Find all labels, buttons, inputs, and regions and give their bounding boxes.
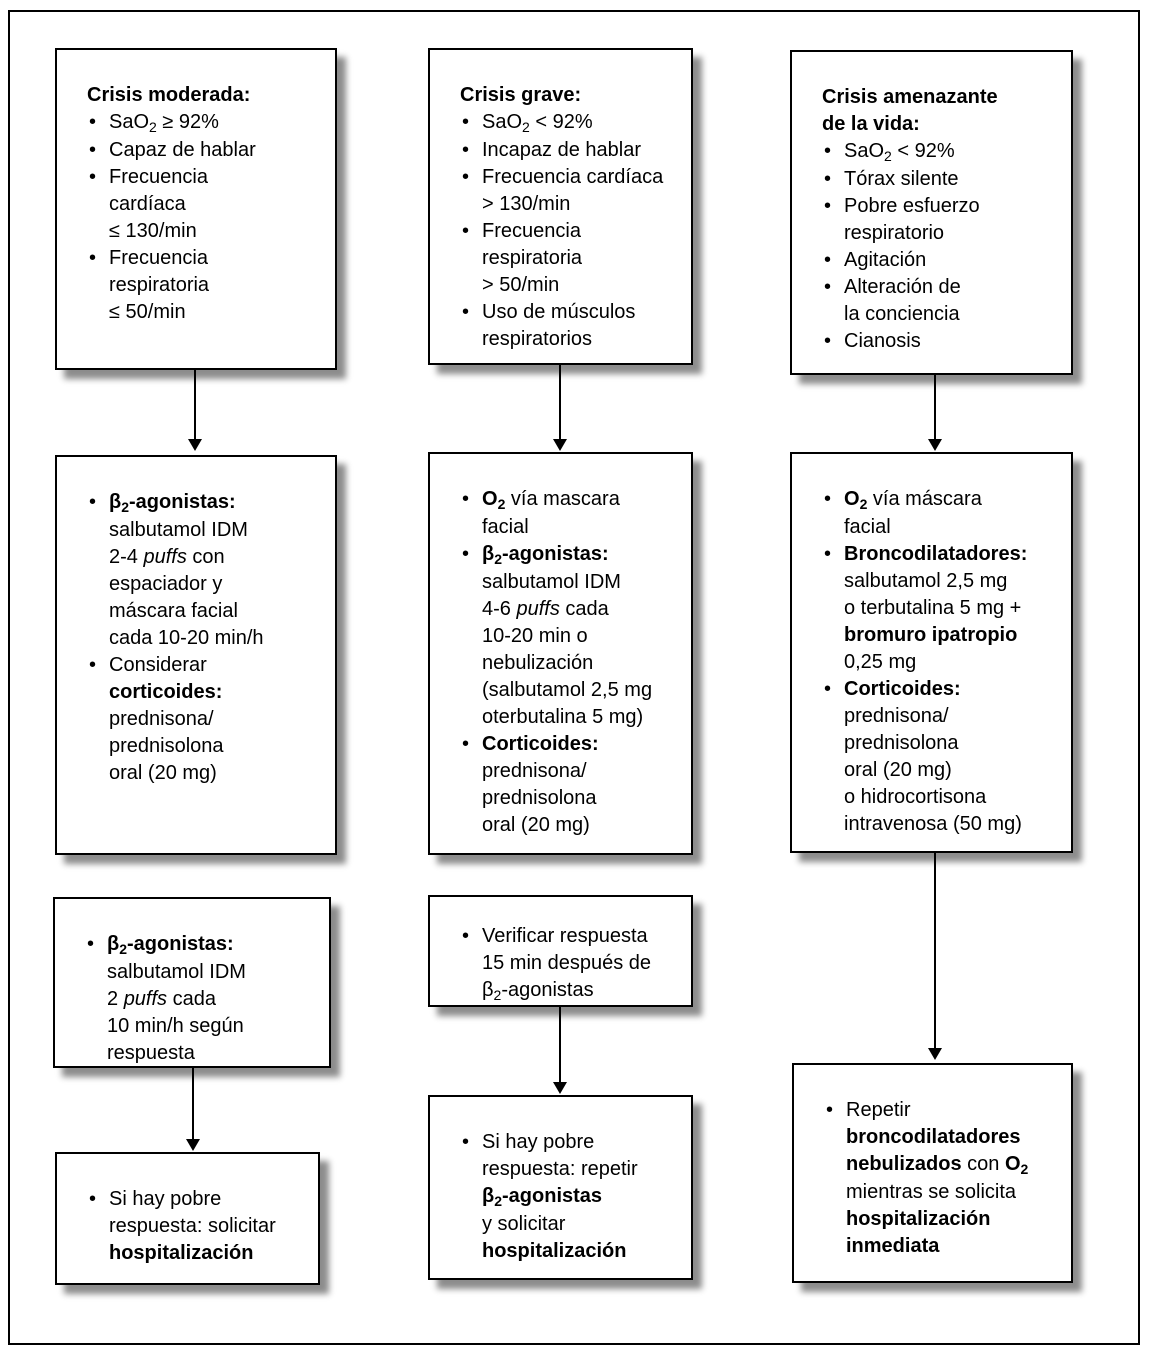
- box-items: O2 vía mascara facialβ2-agonistas: salbu…: [460, 486, 679, 839]
- bullet-item: Frecuencia cardíaca ≤ 130/min: [87, 164, 323, 245]
- box-crisis-grave-tratamiento: O2 vía mascara facialβ2-agonistas: salbu…: [428, 452, 693, 855]
- bullet-item: Frecuencia respiratoria > 50/min: [460, 218, 679, 299]
- bullet-item: Frecuencia cardíaca > 130/min: [460, 164, 679, 218]
- bullet-item: Alteración de la conciencia: [822, 274, 1059, 328]
- arrow-amenazante-criterios-to-tratamiento: [928, 375, 942, 451]
- arrow-moderada-seguimiento-to-derivacion: [186, 1068, 200, 1151]
- bullet-item: Verificar respuesta 15 min después de β2…: [460, 923, 679, 1005]
- bullet-item: Frecuencia respiratoria ≤ 50/min: [87, 245, 323, 326]
- box-items: Si hay pobre respuesta: solicitar hospit…: [87, 1186, 306, 1267]
- bullet-item: Si hay pobre respuesta: solicitar hospit…: [87, 1186, 306, 1267]
- arrow-moderada-criterios-to-tratamiento: [188, 370, 202, 451]
- bullet-item: β2-agonistas: salbutamol IDM 2 puffs cad…: [85, 931, 317, 1067]
- box-crisis-amenazante-tratamiento: O2 vía máscara facialBroncodilatadores: …: [790, 452, 1073, 853]
- bullet-item: Capaz de hablar: [87, 137, 323, 164]
- bullet-item: Repetir broncodilatadores nebulizados co…: [824, 1097, 1059, 1260]
- bullet-item: SaO2 < 92%: [460, 109, 679, 137]
- bullet-item: SaO2 < 92%: [822, 138, 1059, 166]
- bullet-item: Si hay pobre respuesta: repetir β2-agoni…: [460, 1129, 679, 1265]
- arrow-grave-verificacion-to-derivacion: [553, 1007, 567, 1094]
- bullet-item: Broncodilatadores: salbutamol 2,5 mg o t…: [822, 541, 1059, 676]
- box-title: Crisis grave:: [460, 84, 582, 106]
- box-crisis-moderada-seguimiento: β2-agonistas: salbutamol IDM 2 puffs cad…: [53, 897, 331, 1068]
- box-items: Repetir broncodilatadores nebulizados co…: [824, 1097, 1059, 1260]
- box-crisis-grave-criterios: Crisis grave: SaO2 < 92%Incapaz de habla…: [428, 48, 693, 365]
- box-crisis-grave-verificacion: Verificar respuesta 15 min después de β2…: [428, 895, 693, 1007]
- box-crisis-amenazante-derivacion: Repetir broncodilatadores nebulizados co…: [792, 1063, 1073, 1283]
- bullet-item: β2-agonistas: salbutamol IDM 4-6 puffs c…: [460, 541, 679, 731]
- box-items: SaO2 ≥ 92%Capaz de hablarFrecuencia card…: [87, 109, 323, 326]
- bullet-item: Corticoides: prednisona/ prednisolona or…: [822, 676, 1059, 838]
- box-crisis-amenazante-criterios: Crisis amenazante de la vida: SaO2 < 92%…: [790, 50, 1073, 375]
- bullet-item: O2 vía máscara facial: [822, 486, 1059, 541]
- box-crisis-grave-derivacion: Si hay pobre respuesta: repetir β2-agoni…: [428, 1095, 693, 1280]
- box-title: Crisis moderada:: [87, 84, 251, 106]
- bullet-item: Corticoides: prednisona/ prednisolona or…: [460, 731, 679, 839]
- arrow-grave-criterios-to-tratamiento: [553, 365, 567, 451]
- box-items: SaO2 < 92%Tórax silentePobre esfuerzo re…: [822, 138, 1059, 355]
- bullet-item: O2 vía mascara facial: [460, 486, 679, 541]
- box-items: β2-agonistas: salbutamol IDM 2-4 puffs c…: [87, 489, 323, 787]
- box-items: Verificar respuesta 15 min después de β2…: [460, 923, 679, 1005]
- bullet-item: Uso de músculos respiratorios: [460, 299, 679, 353]
- box-items: SaO2 < 92%Incapaz de hablarFrecuencia ca…: [460, 109, 679, 353]
- box-items: O2 vía máscara facialBroncodilatadores: …: [822, 486, 1059, 838]
- bullet-item: Considerar corticoides: prednisona/ pred…: [87, 652, 323, 787]
- bullet-item: SaO2 ≥ 92%: [87, 109, 323, 137]
- box-crisis-moderada-tratamiento: β2-agonistas: salbutamol IDM 2-4 puffs c…: [55, 455, 337, 855]
- box-items: Si hay pobre respuesta: repetir β2-agoni…: [460, 1129, 679, 1265]
- bullet-item: Agitación: [822, 247, 1059, 274]
- bullet-item: Pobre esfuerzo respiratorio: [822, 193, 1059, 247]
- bullet-item: Tórax silente: [822, 166, 1059, 193]
- bullet-item: Incapaz de hablar: [460, 137, 679, 164]
- box-items: β2-agonistas: salbutamol IDM 2 puffs cad…: [85, 931, 317, 1067]
- bullet-item: β2-agonistas: salbutamol IDM 2-4 puffs c…: [87, 489, 323, 652]
- box-crisis-moderada-criterios: Crisis moderada: SaO2 ≥ 92%Capaz de habl…: [55, 48, 337, 370]
- box-title: Crisis amenazante de la vida:: [822, 86, 998, 135]
- arrow-amenazante-tratamiento-to-derivacion: [928, 853, 942, 1060]
- bullet-item: Cianosis: [822, 328, 1059, 355]
- box-crisis-moderada-derivacion: Si hay pobre respuesta: solicitar hospit…: [55, 1152, 320, 1285]
